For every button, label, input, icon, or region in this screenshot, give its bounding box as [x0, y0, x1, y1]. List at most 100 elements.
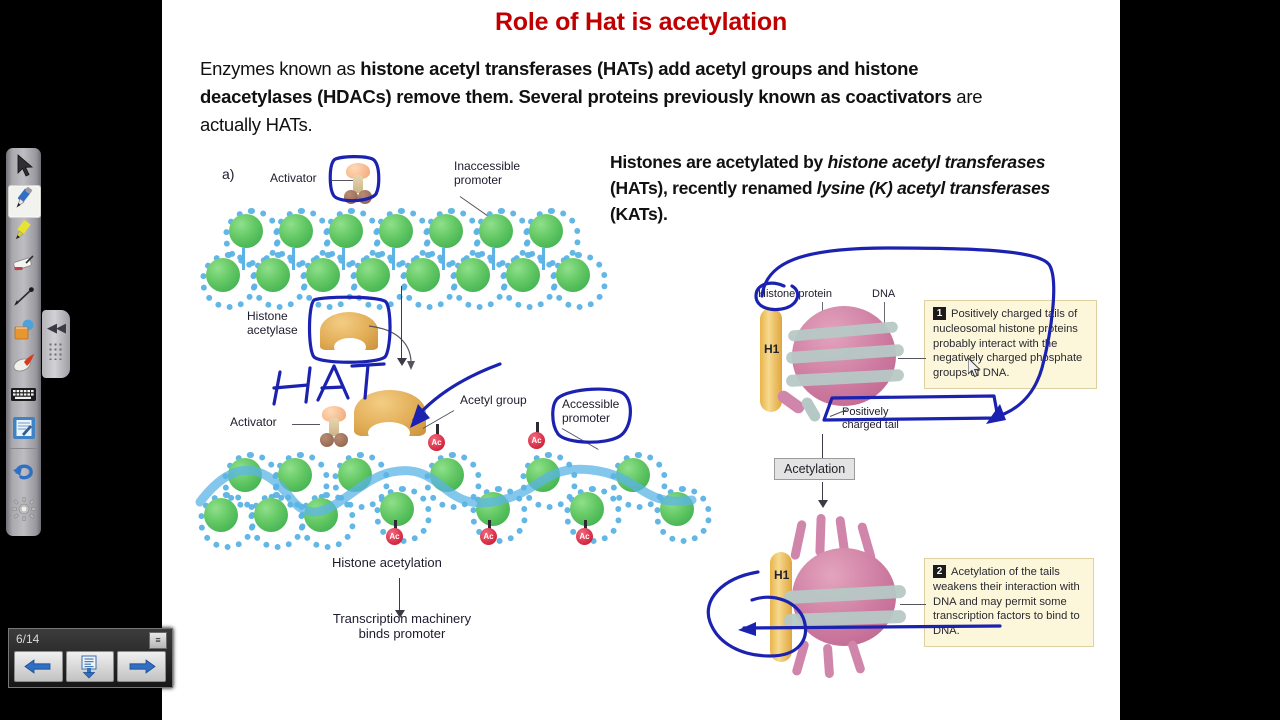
nucleosome: [300, 252, 358, 310]
nucleosome: [550, 252, 608, 310]
annotation-toolbar[interactable]: [6, 148, 41, 536]
acetyl-stem: [436, 424, 439, 442]
nucleosome: [273, 208, 331, 266]
ink-hat-A: [316, 364, 350, 402]
histone-tail: [791, 639, 810, 677]
line-tool[interactable]: [8, 284, 39, 315]
eraser-tool[interactable]: [8, 251, 39, 282]
acetyl-badge: Ac: [528, 432, 545, 449]
label-inaccessible-promoter: Inaccessible promoter: [454, 159, 521, 187]
nucleosome: [323, 208, 381, 266]
ink-hat-Hbar: [272, 383, 310, 390]
acetyl-badge: Ac: [480, 528, 497, 545]
minimize-button[interactable]: ≡: [149, 632, 167, 649]
save-page-button[interactable]: [65, 651, 115, 682]
undo-tool[interactable]: [8, 458, 39, 489]
leader-callout-1: [898, 358, 926, 359]
outcome-arrow-head: [395, 610, 405, 618]
notes-tool[interactable]: [8, 416, 39, 447]
acetyl-badge: Ac: [576, 528, 593, 545]
mouse-cursor: [968, 358, 981, 378]
label-acetyl-group: Acetyl group: [460, 393, 527, 407]
page-indicator: 6/14: [16, 632, 40, 646]
enzyme-notch: [334, 338, 366, 356]
acetyl-badge: Ac: [428, 434, 445, 451]
nucleosome: [200, 252, 258, 310]
activator-protein-bottom: [314, 406, 354, 450]
label-histone-acetylase: Histone acetylase: [247, 309, 298, 337]
callout-1-text: Positively charged tails of nucleosomal …: [933, 308, 1083, 380]
label-activator-top: Activator: [270, 171, 317, 185]
activator-protein-top: [338, 163, 378, 207]
label-h1-bottom: H1: [774, 568, 790, 582]
acetylation-arrow-top: [822, 434, 824, 458]
ink-hat-H2: [304, 366, 312, 404]
nucleosome: [248, 492, 306, 550]
select-tool[interactable]: [8, 152, 39, 183]
histone-tail: [789, 519, 808, 561]
histone-tail: [846, 639, 867, 675]
acetylation-arrow-bottom: [822, 482, 824, 504]
nucleosome: [332, 452, 390, 510]
nucleosome: [250, 252, 308, 310]
ink-hat-Abar: [320, 385, 345, 390]
nucleosome: [473, 208, 531, 266]
nucleosome: [400, 252, 458, 310]
label-transcription-machinery: Transcription machinery binds promoter: [332, 611, 472, 641]
leader-activator-bottom: [292, 424, 320, 425]
body-paragraph: Enzymes known as histone acetyl transfer…: [200, 58, 983, 136]
fill-color-tool[interactable]: [8, 317, 39, 348]
label-h1-top: H1: [764, 342, 780, 356]
keyboard-tool[interactable]: [8, 386, 39, 417]
acetylation-arrow-head: [818, 500, 828, 508]
settings-tool[interactable]: [8, 496, 39, 527]
enzyme-notch: [368, 422, 410, 444]
page-navigation-panel[interactable]: 6/14 ≡: [8, 628, 173, 688]
transition-arrow-line: [401, 286, 403, 360]
shape-tool[interactable]: [8, 350, 39, 381]
label-accessible-promoter: Accessible promoter: [562, 397, 620, 425]
collapse-toolbar-button[interactable]: ◀◀: [42, 310, 70, 378]
pen-tool[interactable]: [8, 185, 41, 218]
label-activator-bottom: Activator: [230, 415, 277, 429]
toolbar-divider: [10, 448, 37, 449]
label-histone-acetylation: Histone acetylation: [332, 555, 442, 570]
leader-callout-2: [900, 604, 926, 605]
label-dna: DNA: [872, 288, 896, 300]
nucleosome: [450, 252, 508, 310]
callout-1-number: 1: [933, 307, 946, 320]
label-positively-charged-tail: Positively charged tail: [842, 406, 899, 431]
nucleosome: [523, 208, 581, 266]
nucleosome: [500, 252, 558, 310]
ink-hat-H1: [272, 370, 282, 406]
outcome-arrow-line: [399, 578, 401, 612]
right-paragraph: Histones are acetylated by histone acety…: [610, 152, 1050, 224]
transition-arrow-head: [397, 358, 407, 366]
nucleosome: [423, 208, 481, 266]
nucleosome: [373, 208, 431, 266]
ink-line-head: [738, 622, 756, 636]
nucleosome: [564, 486, 622, 544]
page-title: Role of Hat is acetylation: [494, 8, 788, 36]
acetyl-badge: Ac: [386, 528, 403, 545]
acetylation-step-box: Acetylation: [774, 458, 856, 480]
nucleosome: [350, 252, 408, 310]
drag-grip: [48, 342, 64, 360]
label-histone-protein: Histone protein: [758, 288, 832, 300]
collapse-icon: ◀◀: [47, 320, 66, 335]
highlighter-tool[interactable]: [8, 218, 39, 249]
callout-2-text: Acetylation of the tails weakens their i…: [933, 566, 1080, 638]
next-page-button[interactable]: [117, 651, 167, 682]
ink-arc-head: [986, 404, 1006, 424]
nucleosome: [374, 486, 432, 544]
relaxed-dna-fiber: [195, 464, 697, 517]
nucleosome: [223, 208, 281, 266]
slide-canvas[interactable]: Role of Hat is acetylation Enzymes known…: [162, 0, 1120, 720]
panel-letter-a: a): [222, 166, 235, 182]
histone-tail: [815, 513, 826, 557]
previous-page-button[interactable]: [14, 651, 63, 682]
callout-2-number: 2: [933, 565, 946, 578]
